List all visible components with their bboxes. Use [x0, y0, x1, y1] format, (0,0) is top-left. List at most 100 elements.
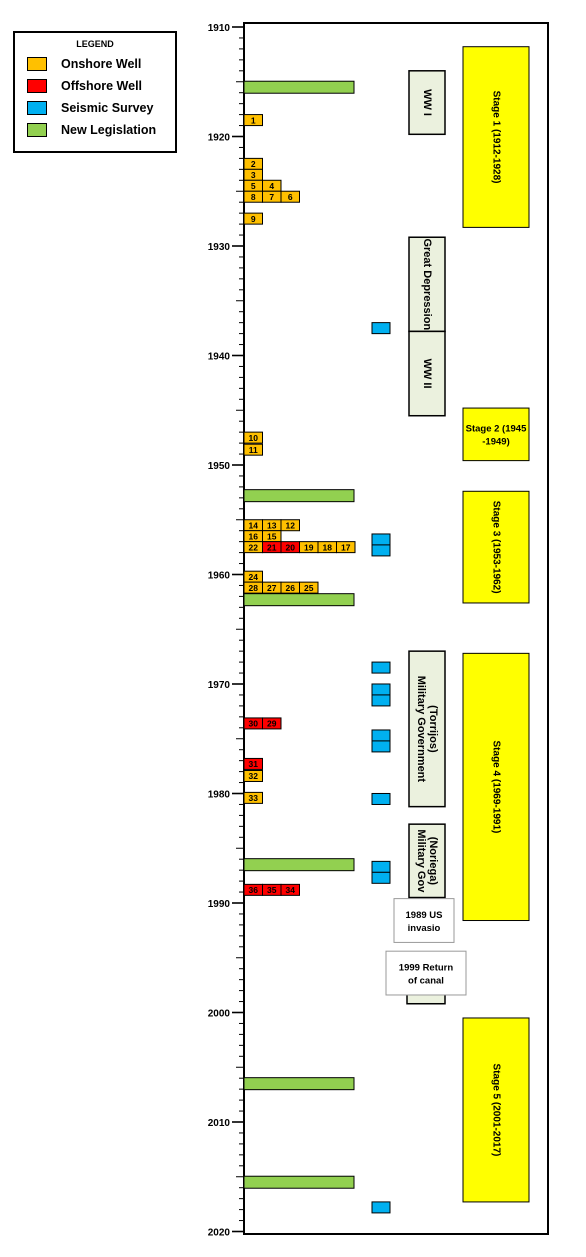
well-number: 27: [267, 583, 277, 593]
onshore-well-box: [243, 443, 263, 456]
well-number: 34: [286, 885, 296, 895]
historical-event-box: [408, 823, 446, 899]
note-label: of canal: [408, 976, 444, 987]
seismic-survey-marker: [371, 792, 391, 805]
axis-year-label: 1910: [208, 23, 231, 34]
seismic-survey-marker: [371, 740, 391, 753]
legend-box: LEGEND Onshore Well Offshore Well Seismi…: [13, 31, 177, 153]
well-number: 33: [249, 793, 259, 803]
new-legislation-swatch: [27, 123, 47, 137]
seismic-survey-marker: [371, 533, 391, 546]
stage-label: Stage 5 (2001-2017): [491, 1064, 502, 1157]
well-number: 15: [267, 531, 277, 541]
historical-event-label: Military Gov: [415, 829, 427, 893]
well-number: 36: [249, 885, 259, 895]
well-number: 3: [251, 170, 256, 180]
onshore-well-box: [243, 769, 263, 782]
onshore-well-box: [280, 190, 300, 203]
axis-year-label: 1990: [208, 899, 231, 910]
stage-label: Stage 1 (1912-1928): [491, 91, 502, 184]
well-number: 25: [304, 583, 314, 593]
legend-label: Offshore Well: [61, 79, 143, 93]
well-number: 5: [251, 181, 256, 191]
legislation-bar: [243, 80, 355, 94]
offshore-well-box: [243, 757, 263, 770]
seismic-survey-marker: [371, 661, 391, 674]
offshore-well-swatch: [27, 79, 47, 93]
stage-label: Stage 2 (1945: [466, 423, 527, 434]
axis-year-label: 1970: [208, 680, 231, 691]
onshore-well-box: [243, 114, 263, 127]
well-number: 12: [286, 520, 296, 530]
well-number: 24: [249, 572, 259, 582]
axis-year-label: 1920: [208, 133, 231, 144]
legislation-bar: [243, 593, 355, 607]
well-number: 7: [269, 192, 274, 202]
stage-label: Stage 3 (1953-1962): [491, 501, 502, 594]
legend-label: Seismic Survey: [61, 101, 154, 115]
stage-label: -1949): [482, 436, 509, 447]
legend-label: Onshore Well: [61, 57, 142, 71]
onshore-well-box: [243, 212, 263, 225]
historical-event-label: WW I: [421, 89, 433, 116]
onshore-well-box: [299, 581, 319, 594]
stage-box: [462, 490, 530, 604]
note-label: 1999 Return: [399, 963, 454, 974]
legislation-bar: [243, 1175, 355, 1189]
axis-year-label: 1930: [208, 242, 231, 253]
well-number: 8: [251, 192, 256, 202]
seismic-survey-marker: [371, 860, 391, 873]
stage-label: Stage 4 (1969-1991): [491, 741, 502, 834]
well-number: 9: [251, 214, 256, 224]
well-number: 11: [249, 445, 258, 455]
axis-year-label: 1980: [208, 790, 231, 801]
historical-event-label: (Torrijos): [427, 705, 439, 753]
onshore-well-box: [336, 541, 356, 554]
well-number: 32: [249, 771, 259, 781]
stage-box: [462, 46, 530, 228]
legend-title: LEGEND: [76, 39, 114, 49]
legend-label: New Legislation: [61, 123, 157, 137]
well-number: 6: [288, 192, 293, 202]
axis-year-label: 2010: [208, 1118, 231, 1129]
well-number: 29: [267, 719, 277, 729]
legislation-bar: [243, 489, 355, 503]
well-number: 16: [249, 531, 259, 541]
well-number: 10: [249, 433, 259, 443]
offshore-well-box: [262, 717, 282, 730]
well-number: 22: [249, 542, 259, 552]
well-number: 30: [249, 719, 259, 729]
historical-event-box: [408, 330, 446, 417]
well-number: 1: [251, 115, 256, 125]
note-label: invasio: [408, 923, 441, 934]
seismic-survey-marker: [371, 694, 391, 707]
axis-year-label: 1950: [208, 461, 231, 472]
well-number: 28: [249, 583, 259, 593]
well-number: 20: [286, 542, 296, 552]
seismic-survey-marker: [371, 1201, 391, 1214]
historical-event-box: [408, 236, 446, 333]
historical-event-label: Great Depression: [421, 238, 433, 330]
seismic-survey-marker: [371, 871, 391, 884]
stage-box: [462, 1017, 530, 1203]
seismic-survey-marker: [371, 683, 391, 696]
well-number: 21: [267, 542, 277, 552]
well-number: 31: [249, 759, 259, 769]
onshore-well-box: [243, 431, 263, 444]
note-label: 1989 US: [406, 910, 443, 921]
stage-box: [462, 652, 530, 922]
historical-event-box: [408, 70, 446, 136]
well-number: 4: [269, 181, 274, 191]
well-number: 26: [286, 583, 296, 593]
well-number: 13: [267, 520, 277, 530]
well-number: 18: [323, 542, 333, 552]
offshore-well-box: [280, 883, 300, 896]
well-number: 35: [267, 885, 277, 895]
seismic-survey-marker: [371, 544, 391, 557]
historical-event-label: (Noriega): [427, 837, 439, 886]
axis-year-label: 1960: [208, 571, 231, 582]
note-box: [385, 950, 467, 996]
well-number: 19: [304, 542, 314, 552]
stage-box: [462, 407, 530, 462]
